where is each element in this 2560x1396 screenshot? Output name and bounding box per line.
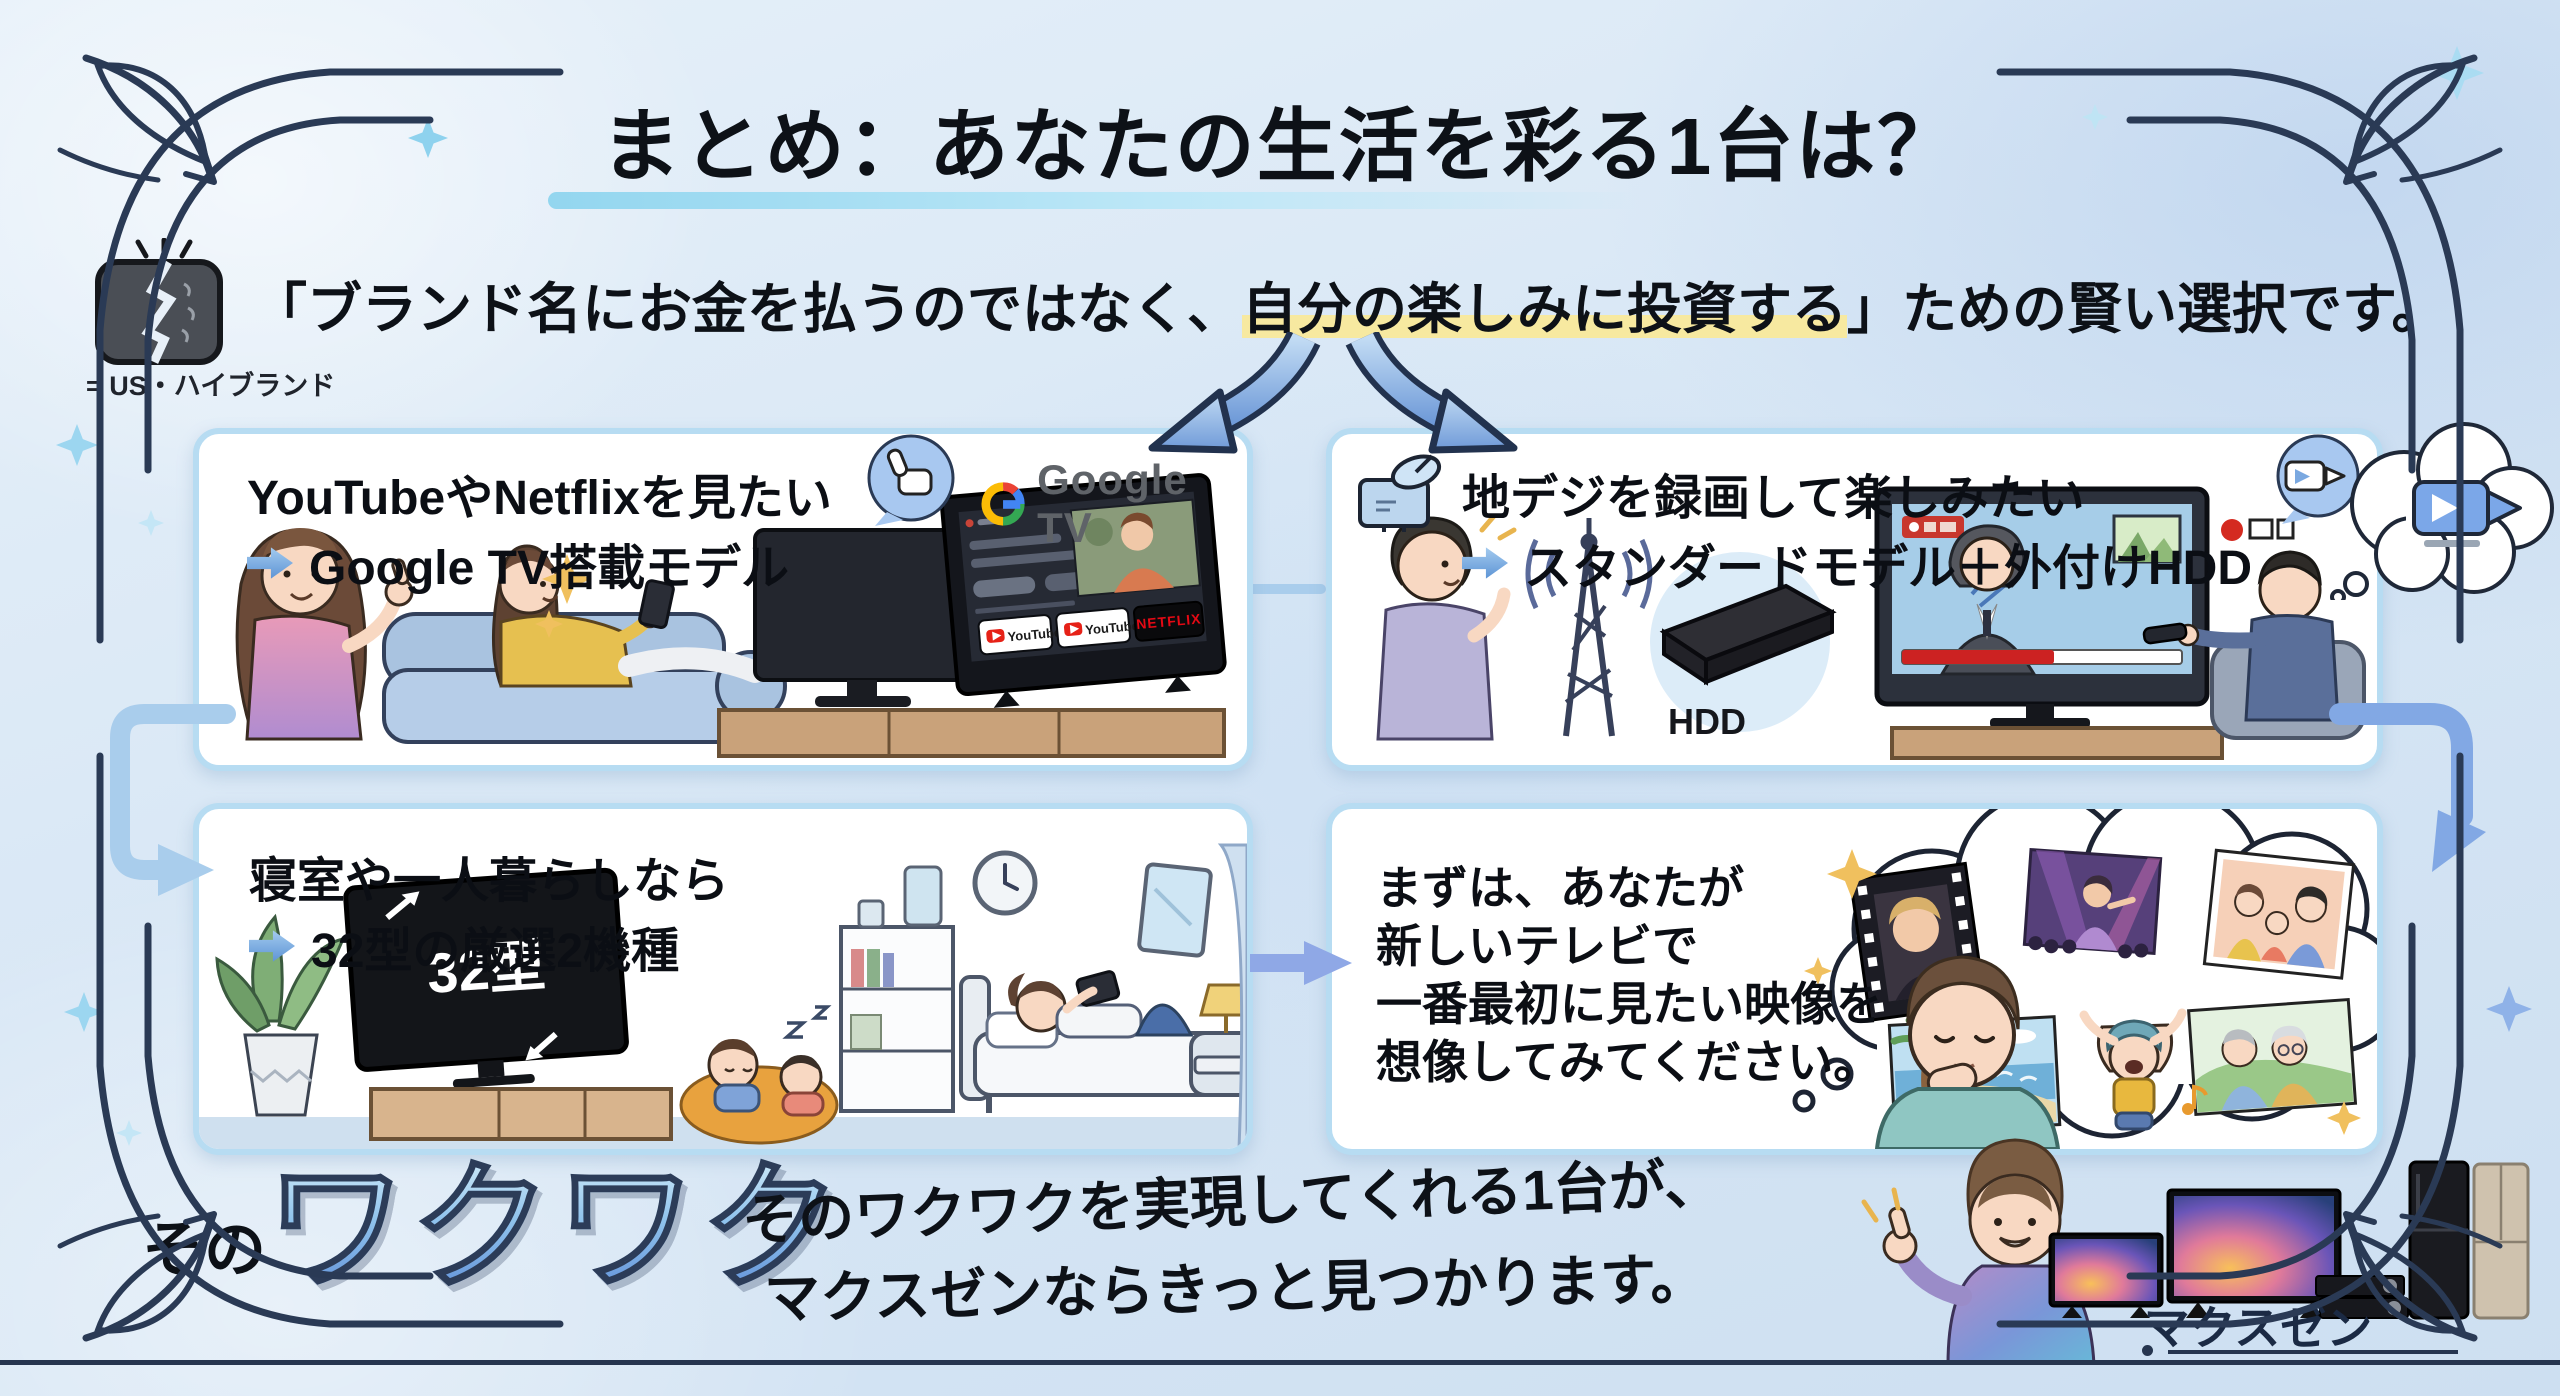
split-arrows-icon [1148,332,1518,454]
connector-arrow-right [2329,703,2486,872]
arrow-right-icon [247,547,293,579]
product-fridge-black [2408,1160,2470,1320]
hdd-label: HDD [1668,701,1746,742]
connector-arrow-left [110,704,236,896]
page-title: まとめ：あなたの生活を彩る1台は？ [600,102,1960,191]
panel4-line1: まずは、あなたが [1376,862,1744,914]
tv-antenna-icon [1358,454,1442,532]
panel1-line2: Google TV搭載モデル [309,542,790,595]
broadcast-tower-icon [1525,518,1653,737]
footer-lead: その [142,1216,267,1285]
panel2-line2: スタンダードモデル＋外付けHDD [1524,542,2252,595]
sparkle-icon [542,554,592,604]
grandparents-picture [2187,997,2358,1117]
sparkle-icon [116,1120,142,1146]
arrow-right-icon [249,930,295,962]
bottom-frame-line [0,1360,2560,1365]
panel3-line2: 32型の厳選2機種 [311,925,680,978]
sparkle-icon [2486,986,2532,1032]
man-pointing [1376,513,1517,741]
arrow-right-icon [1462,547,1508,579]
panel4-line3: 一番最初に見たい映像を [1376,978,1882,1030]
panel-google-tv: YouTube YouTube NETFLIX YouTubeやNetf [193,428,1253,771]
panel-imagine: まずは、あなたが 新しいテレビで 一番最初に見たい映像を 想像してみてください。 [1326,803,2383,1155]
panel-bedroom: 32型 [193,803,1253,1155]
nightstand-lamp [1193,983,1247,1075]
bookshelf [839,865,955,1113]
sparkle-icon [1804,957,1832,985]
broken-card-caption: = US・ハイブランド [86,371,336,401]
connector-arrow-middle [1250,941,1352,985]
panel-recording: HDD [1326,428,2383,771]
tv-cabinet [717,708,1226,758]
google-g-icon [981,482,1025,526]
google-tv-screen: YouTube YouTube NETFLIX [940,473,1227,708]
subtitle-highlight: 自分の楽しみに投資する [1242,278,1848,340]
app-tile-label: YouTube [1085,618,1140,638]
curtain [1217,843,1247,1149]
sleeping-children [679,1005,839,1145]
external-hdd: HDD [1659,583,1837,742]
panel4-line4: 想像してみてください。 [1376,1036,1880,1088]
panel-link-line [1241,584,1326,594]
wall-clock-icon [972,850,1038,916]
google-tv-logo: Google TV [981,456,1247,552]
sparkle-icon [138,510,164,536]
title-underline [548,192,1648,209]
panel3-line1: 寝室や一人暮らしなら [249,855,730,908]
thumbs-up-badge-icon [867,434,955,526]
panel1-line1: YouTubeやNetflixを見たい [247,472,832,525]
subtitle-pre: 「ブランド名にお金を払うのではなく、 [252,278,1243,340]
sparkle-icon [56,424,98,466]
brand-dot [2142,1345,2153,1356]
brand-label: マクスゼン [2143,1302,2373,1354]
tv-back-view [753,528,971,707]
tv-cabinet [369,1087,673,1141]
sparkle-icon [1827,849,1877,899]
panel4-line2: 新しいテレビで [1376,920,1698,972]
bed-with-woman [959,970,1247,1113]
product-fridge-beige [2472,1162,2530,1320]
tv-board [1890,726,2224,760]
panel2-line1: 地デジを録画して楽しみたい [1462,472,2085,525]
app-tile-label: NETFLIX [1136,610,1202,632]
subtitle-post: 」ための賢い選択です。 [1847,278,2447,340]
sparkle-icon [64,992,104,1032]
brand-underline [2168,1350,2458,1354]
app-tile-label: YouTube [1007,625,1062,645]
broken-credit-card-icon [95,238,223,365]
concert-picture [2022,847,2163,959]
camcorder-thought-bubble-icon [2330,422,2554,600]
google-tv-logo-text: Google TV [1037,456,1188,551]
